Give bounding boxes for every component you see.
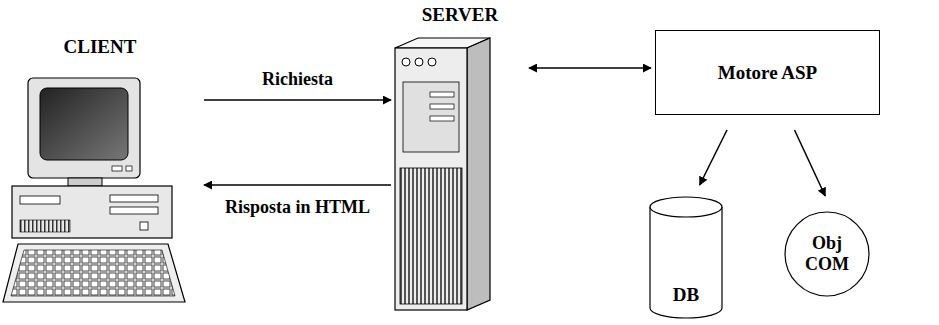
illustration-part — [395, 48, 467, 310]
illustration-part — [68, 178, 102, 186]
illustration-part — [403, 82, 459, 152]
client-node: CLIENT — [0, 36, 200, 308]
illustration-part — [467, 38, 490, 310]
illustration-part — [402, 58, 410, 66]
database-cylinder: DB — [648, 195, 724, 320]
illustration-part — [20, 196, 60, 204]
node-label: SERVER — [422, 4, 498, 26]
node-label: DB — [673, 284, 699, 306]
node-label: Obj COM — [801, 233, 853, 274]
illustration-part — [140, 222, 148, 230]
arrow-connector — [204, 184, 391, 186]
server-tower — [395, 38, 490, 310]
arrow-connector — [204, 99, 391, 101]
illustration-part — [110, 207, 158, 214]
illustration-part — [11, 250, 175, 296]
illustration-part — [40, 88, 128, 160]
arrow-connector — [529, 67, 651, 69]
edge-label: Risposta in HTML — [222, 197, 373, 218]
illustration-part — [20, 220, 70, 232]
server-node: SERVER — [395, 4, 525, 312]
illustration-part — [12, 186, 172, 238]
illustration-part — [3, 244, 185, 302]
arrow-connector — [700, 130, 727, 185]
edge-label: Richiesta — [259, 69, 336, 90]
node-label: Motore ASP — [718, 62, 817, 84]
client-computer — [3, 78, 185, 302]
cylinder-body — [650, 207, 722, 318]
illustration-part — [415, 58, 423, 66]
arrow-connector — [795, 130, 826, 196]
illustration-part — [400, 168, 462, 304]
illustration-part — [126, 166, 132, 171]
object-circle: Obj COM — [783, 208, 871, 300]
node-label: CLIENT — [64, 36, 137, 58]
cylinder-top — [650, 197, 722, 217]
illustration-part — [430, 104, 454, 109]
illustration-part — [28, 78, 140, 178]
illustration-part — [112, 166, 122, 171]
illustration-part — [428, 58, 436, 66]
illustration-part — [430, 92, 454, 97]
engine-box: Motore ASP — [655, 30, 880, 115]
circle-outline-path — [785, 212, 869, 296]
illustration-part — [110, 195, 158, 202]
illustration-part — [430, 116, 454, 121]
